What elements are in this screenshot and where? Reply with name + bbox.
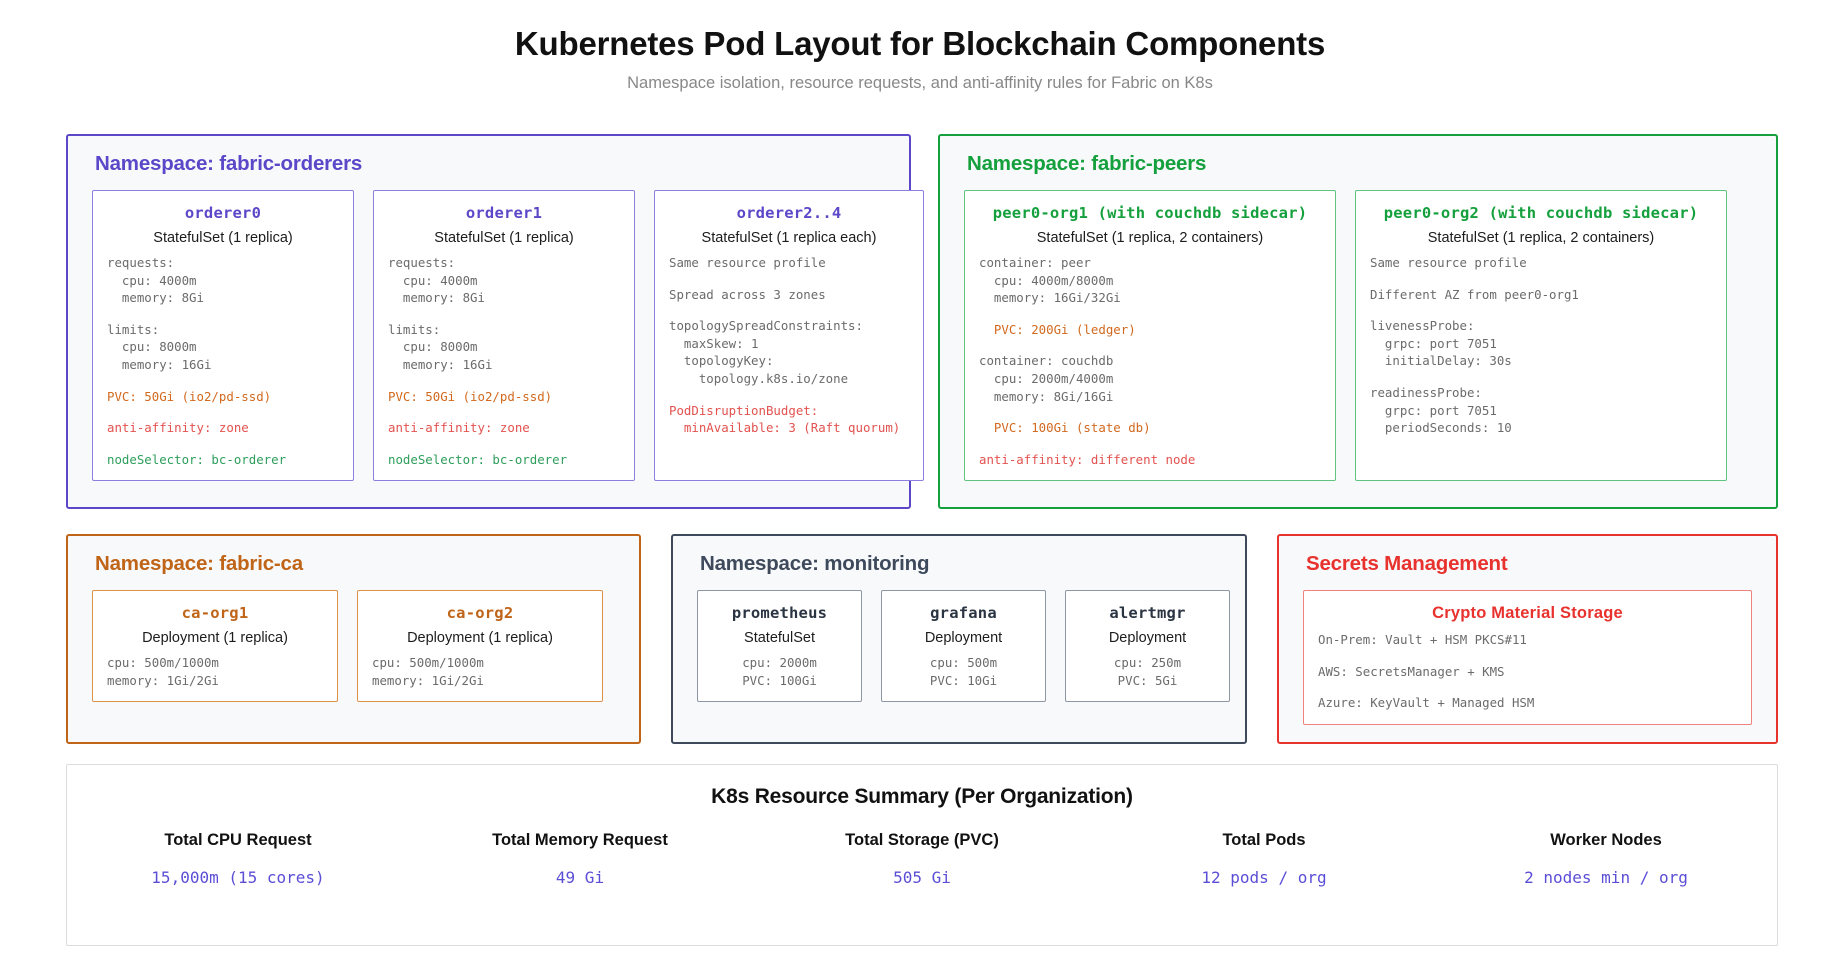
pod-spec-line: PVC: 200Gi (ledger) bbox=[979, 321, 1136, 337]
summary-metric-label: Total CPU Request bbox=[164, 831, 312, 849]
pod-card-workload-type: StatefulSet bbox=[744, 630, 815, 646]
pod-spec-line: container: peer cpu: 4000m/8000m memory:… bbox=[979, 255, 1121, 306]
pod-card-title: orderer0 bbox=[184, 204, 262, 222]
pod-card-title: peer0-org1 (with couchdb sidecar) bbox=[992, 204, 1308, 222]
pod-spec-line: PVC: 50Gi (io2/pd-ssd) bbox=[107, 388, 272, 404]
resource-summary-title: K8s Resource Summary (Per Organization) bbox=[711, 785, 1133, 808]
summary-metric-label: Total Pods bbox=[1222, 831, 1306, 849]
pod-spec-line: Azure: KeyVault + Managed HSM bbox=[1318, 695, 1535, 711]
summary-metric-label: Total Storage (PVC) bbox=[845, 831, 999, 849]
pod-card-title: Crypto Material Storage bbox=[1432, 604, 1623, 622]
namespace-title-fabric-peers: Namespace: fabric-peers bbox=[967, 152, 1207, 175]
pod-spec-line: Different AZ from peer0-org1 bbox=[1370, 286, 1579, 302]
pod-card-workload-type: StatefulSet (1 replica) bbox=[434, 230, 574, 246]
pod-spec-line: cpu: 250m PVC: 5Gi bbox=[1113, 655, 1182, 688]
page-title: Kubernetes Pod Layout for Blockchain Com… bbox=[514, 25, 1326, 62]
pod-card-workload-type: StatefulSet (1 replica, 2 containers) bbox=[1427, 230, 1655, 246]
pod-spec-line: requests: cpu: 4000m memory: 8Gi bbox=[107, 255, 204, 306]
page-subtitle: Namespace isolation, resource requests, … bbox=[627, 74, 1213, 92]
pod-card-list: peer0-org1 (with couchdb sidecar) Statefu… bbox=[964, 190, 1752, 482]
pod-spec-line: nodeSelector: bc-orderer bbox=[388, 451, 568, 467]
pod-card[interactable]: peer0-org1 (with couchdb sidecar) Statefu… bbox=[964, 190, 1336, 482]
pod-spec-line: cpu: 500m/1000m memory: 1Gi/2Gi bbox=[372, 655, 484, 688]
namespace-title-fabric-ca: Namespace: fabric-ca bbox=[95, 552, 303, 575]
pod-spec-line: PVC: 50Gi (io2/pd-ssd) bbox=[388, 388, 553, 404]
summary-metric-value: 2 nodes min / org bbox=[1524, 868, 1688, 887]
pod-card-workload-type: Deployment (1 replica) bbox=[142, 630, 288, 646]
pod-spec-line: On-Prem: Vault + HSM PKCS#11 bbox=[1318, 632, 1527, 647]
namespace-panel-fabric-peers: Namespace: fabric-peers peer0-org1 (with… bbox=[938, 134, 1778, 509]
pod-card-workload-type: StatefulSet (1 replica each) bbox=[701, 230, 877, 246]
summary-metric-label: Worker Nodes bbox=[1550, 831, 1662, 849]
summary-metric: Total Pods 12 pods / org bbox=[1093, 831, 1435, 887]
pod-card-workload-type: StatefulSet (1 replica, 2 containers) bbox=[1036, 230, 1264, 246]
pod-spec-line: PVC: 100Gi (state db) bbox=[979, 420, 1151, 436]
pod-spec-line: anti-affinity: zone bbox=[107, 420, 249, 436]
pod-spec-line: Same resource profile bbox=[669, 255, 826, 270]
summary-metric-label: Total Memory Request bbox=[492, 831, 668, 849]
pod-card-title: peer0-org2 (with couchdb sidecar) bbox=[1383, 204, 1699, 222]
pod-card-title: grafana bbox=[930, 604, 997, 622]
pod-card-title: ca-org1 bbox=[181, 604, 249, 622]
pod-spec-line: topologySpreadConstraints: maxSkew: 1 to… bbox=[669, 318, 863, 387]
pod-spec-line: anti-affinity: zone bbox=[388, 420, 530, 436]
pod-spec-line: nodeSelector: bc-orderer bbox=[107, 451, 287, 467]
pod-spec-line: Spread across 3 zones bbox=[669, 286, 826, 302]
summary-metric: Total CPU Request 15,000m (15 cores) bbox=[67, 831, 409, 887]
namespace-title-fabric-orderers: Namespace: fabric-orderers bbox=[95, 152, 363, 175]
pod-spec-line: container: couchdb cpu: 2000m/4000m memo… bbox=[979, 353, 1114, 404]
summary-metric: Total Memory Request 49 Gi bbox=[409, 831, 751, 887]
summary-metric-value: 49 Gi bbox=[555, 868, 605, 887]
pod-card[interactable]: peer0-org2 (with couchdb sidecar) Statefu… bbox=[1355, 190, 1727, 482]
secrets-management-title: Secrets Management bbox=[1306, 552, 1508, 575]
pod-spec-line: limits: cpu: 8000m memory: 16Gi bbox=[107, 321, 212, 373]
pod-card-workload-type: Deployment bbox=[1108, 630, 1187, 646]
pod-card-title: alertmgr bbox=[1109, 604, 1186, 622]
summary-metric-value: 12 pods / org bbox=[1201, 868, 1327, 887]
pod-card-workload-type: Deployment bbox=[924, 630, 1003, 646]
pod-spec-line: anti-affinity: different node bbox=[979, 451, 1196, 467]
summary-metric: Worker Nodes 2 nodes min / org bbox=[1435, 831, 1777, 887]
secrets-management-panel: Secrets Management Crypto Material Stora… bbox=[1277, 534, 1778, 744]
pod-card-title: ca-org2 bbox=[446, 604, 514, 622]
summary-metric-value: 505 Gi bbox=[893, 868, 951, 887]
pod-spec-line: readinessProbe: grpc: port 7051 periodSe… bbox=[1370, 385, 1512, 436]
pod-spec-line: cpu: 500m PVC: 10Gi bbox=[929, 655, 998, 688]
pod-card-title: prometheus bbox=[731, 604, 828, 622]
summary-metric-value: 15,000m (15 cores) bbox=[151, 868, 325, 887]
resource-summary-panel: K8s Resource Summary (Per Organization) … bbox=[66, 764, 1778, 946]
pod-card-workload-type: StatefulSet (1 replica) bbox=[153, 230, 293, 246]
pod-spec-line: Same resource profile bbox=[1370, 255, 1527, 270]
pod-spec-line: limits: cpu: 8000m memory: 16Gi bbox=[388, 321, 493, 373]
pod-spec-line: AWS: SecretsManager + KMS bbox=[1318, 663, 1505, 679]
pod-card-title: orderer1 bbox=[465, 204, 543, 222]
pod-spec-line: livenessProbe: grpc: port 7051 initialDe… bbox=[1370, 318, 1512, 369]
pod-spec-line: requests: cpu: 4000m memory: 8Gi bbox=[388, 255, 485, 306]
pod-spec-line: PodDisruptionBudget: minAvailable: 3 (Ra… bbox=[669, 402, 901, 436]
namespace-title-monitoring: Namespace: monitoring bbox=[700, 552, 930, 575]
pod-spec-line: cpu: 2000m PVC: 100Gi bbox=[742, 655, 817, 688]
pod-spec-line: cpu: 500m/1000m memory: 1Gi/2Gi bbox=[107, 655, 219, 688]
summary-metric: Total Storage (PVC) 505 Gi bbox=[751, 831, 1093, 887]
pod-card-workload-type: Deployment (1 replica) bbox=[407, 630, 553, 646]
pod-card-title: orderer2..4 bbox=[736, 204, 842, 222]
